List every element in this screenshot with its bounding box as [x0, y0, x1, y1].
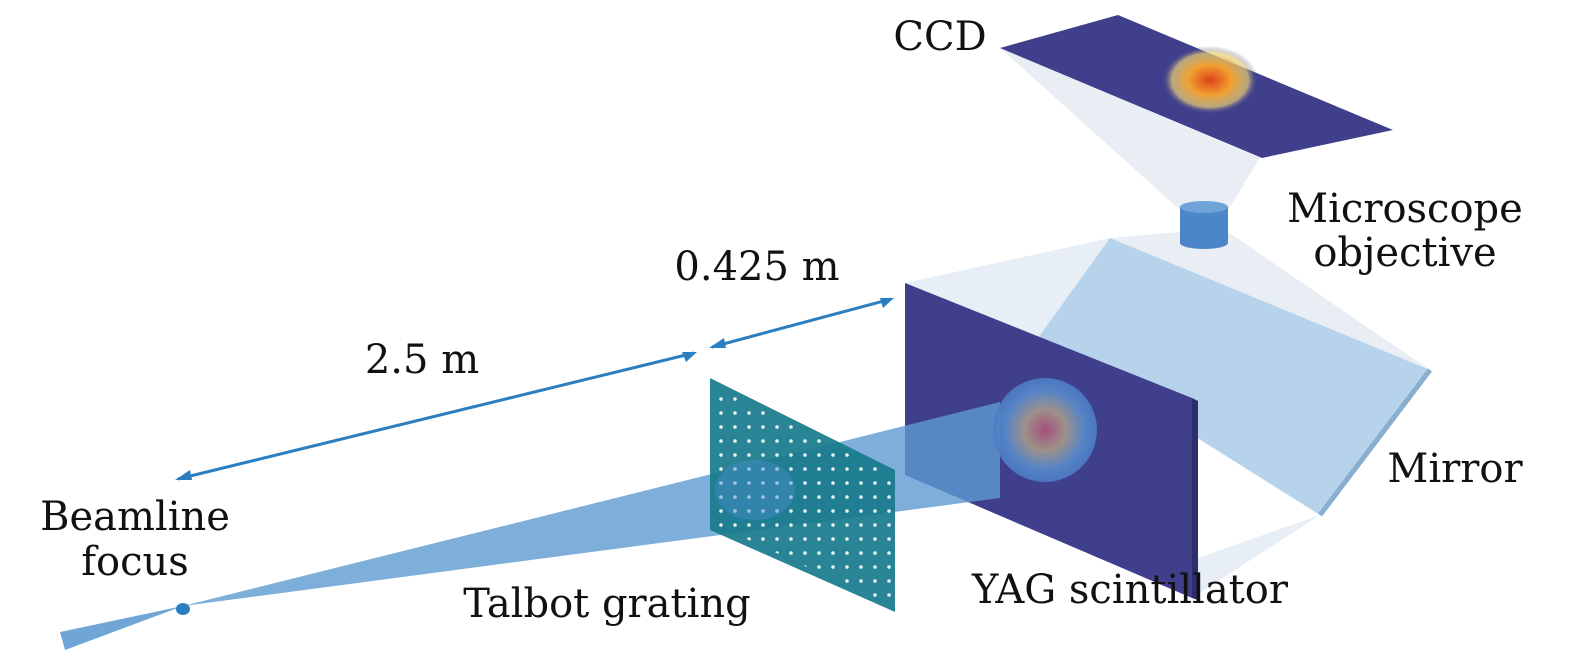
label-distance-0425: 0.425 m — [674, 244, 839, 290]
label-distance-25: 2.5 m — [365, 337, 479, 383]
label-yag-scintillator: YAG scintillator — [971, 567, 1289, 613]
arrow-0-425m — [711, 297, 892, 349]
label-beamline-2: focus — [81, 539, 189, 585]
label-mirror: Mirror — [1387, 446, 1523, 492]
label-talbot-grating: Talbot grating — [463, 581, 751, 627]
arrow-2-5m — [177, 351, 695, 481]
label-beamline-1: Beamline — [40, 494, 230, 540]
label-microscope-1: Microscope — [1287, 186, 1523, 232]
microscope-objective — [1180, 201, 1228, 249]
mirror — [1038, 238, 1432, 517]
label-microscope-2: objective — [1313, 230, 1496, 276]
beamline-focus-point — [176, 603, 190, 615]
distance-arrows — [175, 297, 894, 481]
talbot-grating — [710, 378, 895, 612]
ccd-detector — [1000, 15, 1393, 158]
label-ccd: CCD — [893, 14, 986, 60]
